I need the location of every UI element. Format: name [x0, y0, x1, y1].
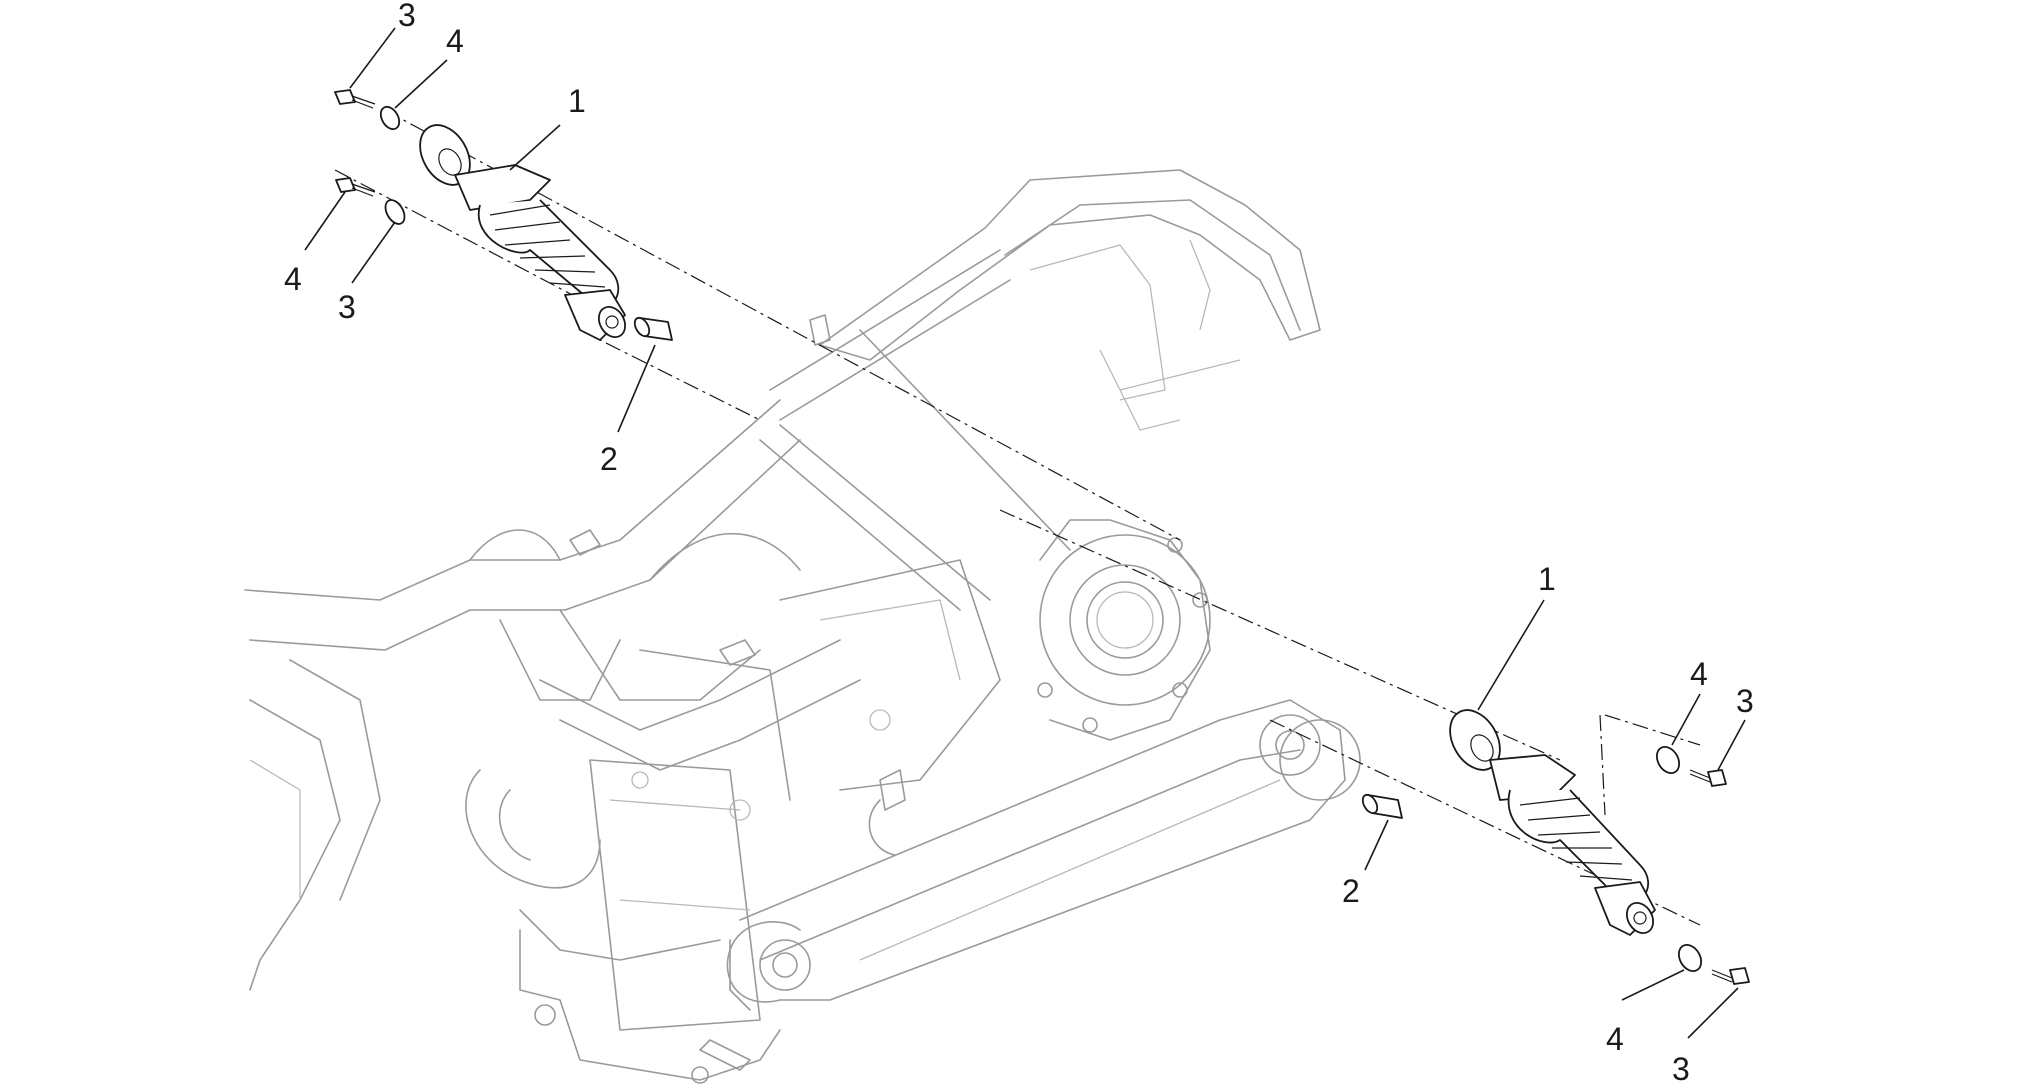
- leader-lines: [304, 27, 1746, 1039]
- bolt-top-upper: [334, 89, 376, 109]
- callout-right-washer-upper: 4: [1690, 656, 1708, 692]
- washer-top-upper: [379, 105, 401, 131]
- bolt-top-lower: [335, 177, 376, 197]
- callout-labels: 1 2 3 4 4 3 1 2 4 3 4 3: [284, 0, 1754, 1086]
- washer-top-lower: [384, 199, 406, 225]
- bolt-right-lower: [1711, 967, 1750, 985]
- callout-top-washer-upper: 4: [446, 23, 464, 59]
- callout-right-shock: 1: [1538, 561, 1556, 597]
- callout-top-pin: 2: [600, 441, 618, 477]
- shock-absorber-right: [1449, 709, 1656, 936]
- callout-top-bolt-upper: 3: [398, 0, 416, 33]
- motorcycle-frame: [244, 169, 1361, 1084]
- callout-top-shock: 1: [568, 83, 586, 119]
- callout-right-pin: 2: [1342, 873, 1360, 909]
- callout-top-washer-lower: 3: [338, 289, 356, 325]
- pin-top: [633, 316, 673, 341]
- callout-top-bolt-lower: 4: [284, 261, 302, 297]
- callout-right-bolt-upper: 3: [1736, 683, 1754, 719]
- washer-right-lower: [1677, 943, 1703, 973]
- shock-absorber-top: [419, 124, 627, 341]
- washer-right-upper: [1655, 745, 1681, 775]
- pin-right: [1361, 793, 1403, 819]
- callout-right-bolt-lower: 3: [1672, 1051, 1690, 1086]
- bolt-right-upper: [1689, 769, 1727, 787]
- callout-right-washer-lower: 4: [1606, 1021, 1624, 1057]
